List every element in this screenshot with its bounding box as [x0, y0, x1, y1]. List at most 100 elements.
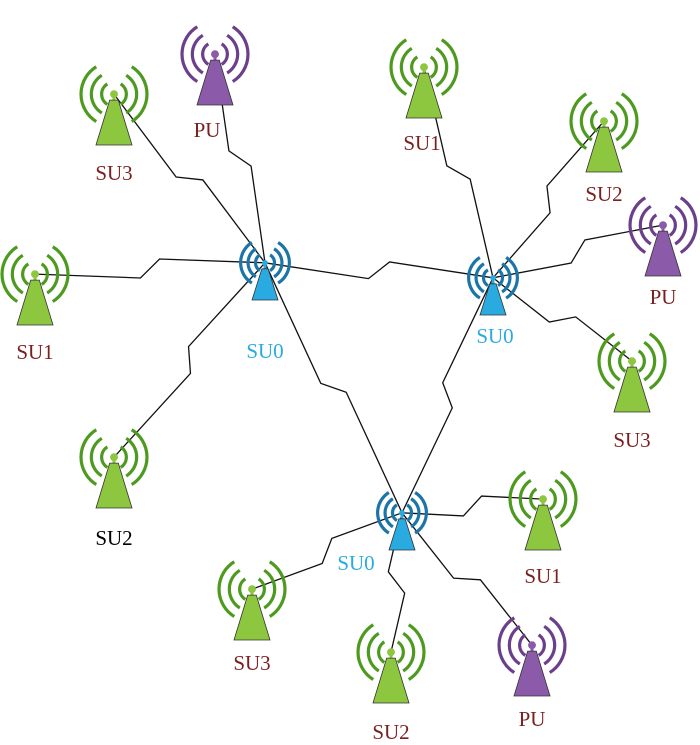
tower-su2_tr[interactable] — [569, 92, 639, 173]
wave-left-1 — [481, 268, 489, 288]
wave-right-3 — [231, 25, 250, 83]
tower-body — [585, 126, 623, 173]
antenna-hub-icon — [628, 357, 636, 366]
towers-layer — [0, 25, 698, 704]
antenna-hub-icon — [420, 63, 428, 72]
wave-left-2 — [507, 624, 521, 666]
tower-su0_b[interactable] — [467, 256, 519, 316]
tower-pu_top[interactable] — [180, 25, 250, 106]
wave-right-2 — [543, 624, 557, 666]
wave-left-2 — [89, 436, 103, 478]
antenna-hub-icon — [31, 270, 39, 279]
wave-right-2 — [674, 204, 688, 246]
antenna-hub-icon — [600, 117, 608, 126]
wave-left-1 — [590, 109, 599, 133]
wave-left-2 — [10, 253, 24, 295]
wave-left-3 — [79, 65, 98, 123]
tower-body — [479, 283, 507, 316]
wave-left-1 — [100, 82, 109, 106]
wave-right-2 — [125, 73, 139, 115]
antenna-hub-icon — [659, 221, 667, 230]
tower-body — [233, 594, 271, 641]
tower-body — [251, 268, 279, 301]
wave-left-1 — [649, 213, 658, 237]
wave-left-2 — [246, 247, 257, 279]
wave-right-3 — [620, 92, 639, 150]
labels-layer: SU0SU0SU0SU3PUSU1SU2SU1SU2PUSU3SU1PUSU2S… — [16, 118, 676, 744]
tower-su3_bl[interactable] — [217, 560, 287, 641]
wave-left-3 — [597, 332, 616, 390]
tower-su2_bottom[interactable] — [356, 623, 426, 704]
wave-left-3 — [376, 491, 390, 535]
antenna-hub-icon — [211, 50, 219, 59]
tower-body — [196, 59, 234, 106]
label-su2_left: SU2 — [95, 526, 132, 550]
tower-su1_top[interactable] — [389, 38, 459, 119]
tower-su2_left[interactable] — [79, 428, 149, 509]
wave-right-3 — [268, 560, 287, 618]
tower-body — [405, 72, 443, 119]
wave-left-3 — [180, 25, 199, 83]
wave-right-1 — [548, 487, 557, 511]
wave-right-2 — [226, 33, 240, 75]
tower-su1_br[interactable] — [508, 470, 578, 551]
label-su0_b: SU0 — [476, 324, 513, 348]
wave-right-2 — [273, 247, 284, 279]
antenna-hub-icon — [110, 453, 118, 462]
wave-right-1 — [257, 577, 266, 601]
tower-pu_right[interactable] — [628, 196, 698, 277]
wave-right-2 — [125, 436, 139, 478]
wave-right-3 — [414, 491, 428, 535]
antenna-hub-icon — [490, 274, 496, 281]
link-su0_a-su2_left — [113, 262, 266, 458]
antenna-hub-icon — [387, 648, 395, 657]
wave-left-1 — [518, 633, 527, 657]
wave-right-1 — [119, 82, 128, 106]
link-su0_a-su1_left — [34, 258, 266, 279]
wave-left-2 — [638, 204, 652, 246]
label-su0_a: SU0 — [246, 339, 283, 363]
wave-right-3 — [51, 245, 70, 303]
wave-right-1 — [119, 445, 128, 469]
tower-body — [388, 518, 416, 551]
links-layer — [34, 54, 664, 653]
label-su2_bottom: SU2 — [372, 720, 409, 744]
wave-right-3 — [277, 241, 291, 285]
wave-left-3 — [0, 245, 19, 303]
wave-left-3 — [79, 428, 98, 486]
tower-su3_tl[interactable] — [79, 65, 149, 146]
wave-right-1 — [609, 109, 618, 133]
wave-right-1 — [220, 42, 229, 66]
label-su3_right: SU3 — [613, 428, 650, 452]
tower-su3_right[interactable] — [597, 332, 667, 413]
wave-right-2 — [402, 631, 416, 673]
link-su0_c-pu_bottom — [401, 512, 533, 646]
wave-left-2 — [227, 568, 241, 610]
tower-pu_bottom[interactable] — [497, 616, 567, 697]
wave-left-1 — [410, 55, 419, 79]
link-su0_b-su0_c — [401, 277, 494, 514]
wave-left-1 — [618, 349, 627, 373]
link-su0_b-su3_right — [492, 277, 633, 362]
wave-left-1 — [377, 640, 386, 664]
link-su0_c-su1_br — [401, 495, 544, 517]
tower-su0_a[interactable] — [239, 241, 291, 301]
wave-right-3 — [407, 623, 426, 681]
wave-right-2 — [263, 568, 277, 610]
wave-right-1 — [637, 349, 646, 373]
link-su0_b-pu_right — [492, 224, 664, 279]
label-pu_right: PU — [650, 285, 677, 309]
wave-right-2 — [46, 253, 60, 295]
wave-left-3 — [389, 38, 408, 96]
link-su0_a-su3_tl — [113, 93, 266, 264]
wave-left-2 — [579, 100, 593, 142]
wave-right-3 — [505, 256, 519, 300]
tower-su0_c[interactable] — [376, 491, 428, 551]
wave-left-2 — [518, 478, 532, 520]
tower-su1_left[interactable] — [0, 245, 70, 326]
label-su3_bl: SU3 — [233, 651, 270, 675]
wave-right-1 — [269, 253, 277, 273]
wave-left-1 — [100, 445, 109, 469]
antenna-hub-icon — [110, 90, 118, 99]
wave-right-2 — [643, 340, 657, 382]
